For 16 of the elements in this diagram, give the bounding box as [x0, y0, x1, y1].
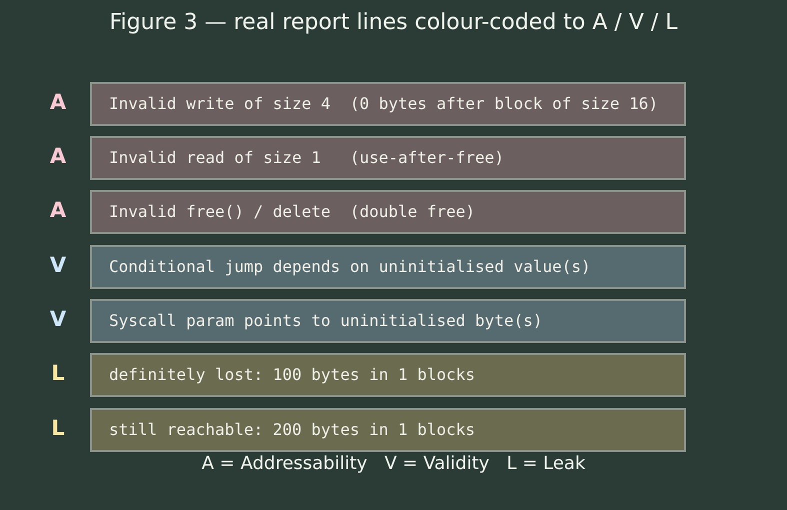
report-line-text: definitely lost: 100 bytes in 1 blocks — [109, 365, 476, 384]
report-line-text: Syscall param points to uninitialised byte(s) — [109, 311, 542, 330]
category-letter: V — [48, 307, 68, 331]
category-letter: V — [48, 253, 68, 277]
figure-title: Figure 3 — real report lines colour-coded to A / V / L — [108, 10, 679, 35]
report-line-text: Invalid write of size 4 (0 bytes after block of size 16) — [109, 94, 658, 113]
category-letter: A — [48, 198, 68, 222]
report-line-text: Invalid free() / delete (double free) — [109, 202, 476, 221]
category-letter: A — [48, 144, 68, 168]
category-letter: L — [50, 361, 66, 385]
category-letter: A — [48, 90, 68, 114]
report-line-text: still reachable: 200 bytes in 1 blocks — [109, 420, 476, 439]
category-letter: L — [50, 416, 66, 440]
report-line-text: Invalid read of size 1 (use-after-free) — [109, 148, 504, 167]
key-note: A = Addressability V = Validity L = Leak — [200, 453, 586, 474]
report-line-text: Conditional jump depends on uninitialised value(s) — [109, 257, 591, 276]
